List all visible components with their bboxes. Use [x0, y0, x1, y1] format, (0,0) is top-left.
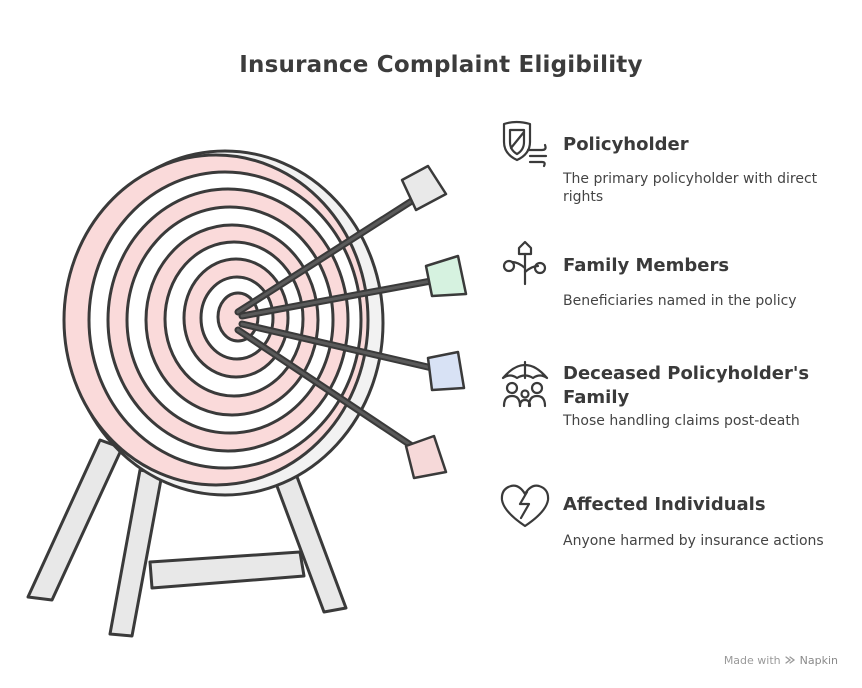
item-description: Those handling claims post-death: [563, 413, 800, 429]
arrow-1: [234, 164, 448, 316]
shield-wind-icon: [502, 120, 548, 168]
made-with-footer: Made with Napkin: [724, 654, 838, 667]
arrow-3: [238, 320, 466, 392]
broken-heart-icon: [500, 484, 550, 528]
target-stand: [26, 438, 348, 638]
item-heading: Deceased Policyholder's Family: [563, 363, 810, 408]
napkin-brand: Napkin: [799, 654, 838, 667]
item-description: Anyone harmed by insurance actions: [563, 533, 824, 549]
stand-crossbar: [148, 550, 306, 590]
family-tree-icon: [502, 240, 547, 286]
page-title: Insurance Complaint Eligibility: [239, 52, 643, 78]
item-description: Beneficiaries named in the policy: [563, 293, 797, 309]
item-heading: Policyholder: [563, 134, 689, 155]
item-description: The primary policyholder with direct rig…: [563, 171, 818, 205]
target-face: [62, 153, 370, 487]
umbrella-family-icon: [501, 360, 549, 408]
arrow-2: [238, 254, 468, 320]
stand-leg-left: [26, 438, 124, 602]
stand-leg-middle: [108, 468, 164, 638]
made-with-label: Made with: [723, 654, 781, 667]
napkin-logo-icon: [784, 656, 795, 664]
item-heading: Family Members: [563, 255, 730, 276]
arrow-4: [234, 326, 448, 480]
item-heading: Affected Individuals: [563, 494, 766, 515]
